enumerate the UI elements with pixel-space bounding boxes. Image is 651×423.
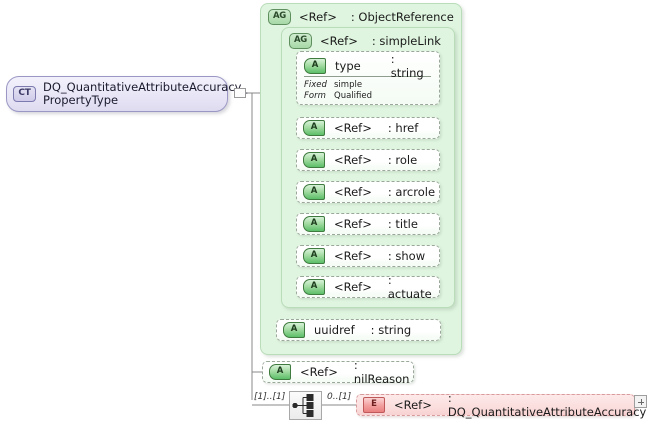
attribute-ref: <Ref>: [334, 280, 372, 294]
element-ref: <Ref>: [394, 398, 432, 412]
attribute-ref: <Ref>: [334, 249, 372, 263]
attribute-name: : string: [370, 323, 412, 337]
facet-fixed-key: Fixed: [304, 80, 327, 90]
attribute-group-ref: <Ref>: [299, 10, 337, 24]
attribute-name: : title: [387, 217, 418, 231]
attribute-badge: A: [303, 120, 325, 136]
attribute-name: : show: [387, 249, 426, 263]
attribute-ref: <Ref>: [334, 217, 372, 231]
attribute-ref: uuidref: [314, 323, 355, 337]
attribute-arcrole[interactable]: A <Ref> : arcrole: [296, 181, 440, 203]
attribute-name: : href: [387, 121, 419, 135]
attribute-badge: A: [303, 248, 325, 264]
attribute-group-object-reference-header: AG <Ref> : ObjectReference: [268, 9, 454, 25]
attribute-name: : nilReason: [353, 358, 410, 386]
attribute-ref: type: [335, 58, 361, 73]
attribute-show[interactable]: A <Ref> : show: [296, 245, 440, 267]
attribute-type-name: : string: [390, 51, 424, 80]
attribute-role[interactable]: A <Ref> : role: [296, 149, 440, 171]
cardinality-sequence: [1]..[1]: [254, 392, 286, 402]
facet-form-key: Form: [304, 91, 326, 101]
attribute-ref: <Ref>: [334, 153, 372, 167]
attribute-name: : actuate: [387, 273, 432, 301]
complex-type-label: DQ_QuantitativeAttributeAccuracy_ Proper…: [43, 80, 248, 107]
attribute-nil-reason[interactable]: A <Ref> : nilReason: [262, 358, 414, 386]
element-badge: E: [363, 397, 385, 413]
attribute-group-simple-link-header: AG <Ref> : simpleLink: [289, 33, 441, 49]
attribute-name: : arcrole: [387, 185, 436, 199]
facet-fixed-value: simple: [334, 80, 363, 90]
attribute-group-name: : simpleLink: [371, 34, 441, 48]
attribute-badge: A: [303, 279, 325, 295]
cardinality-element: 0..[1]: [327, 392, 352, 402]
attribute-badge: A: [303, 152, 325, 168]
attribute-href[interactable]: A <Ref> : href: [296, 117, 440, 139]
attribute-badge: A: [303, 216, 325, 232]
facet-form-value: Qualified: [334, 91, 372, 101]
attribute-badge: A: [304, 57, 326, 74]
expand-plus-icon[interactable]: [634, 395, 647, 408]
attribute-ref: <Ref>: [334, 185, 372, 199]
attribute-ref: <Ref>: [300, 365, 338, 379]
attribute-badge: A: [303, 184, 325, 200]
attribute-title[interactable]: A <Ref> : title: [296, 213, 440, 235]
attribute-badge: A: [283, 322, 305, 338]
sequence-compositor-icon[interactable]: [289, 391, 322, 420]
element-dq-quantitative-attribute-accuracy[interactable]: E <Ref> : DQ_QuantitativeAttributeAccura…: [356, 391, 646, 419]
attribute-name: : role: [387, 153, 418, 167]
attribute-type-header: A type : string: [304, 51, 431, 80]
attribute-ref: <Ref>: [334, 121, 372, 135]
attribute-group-badge: AG: [268, 9, 291, 25]
attribute-uuidref[interactable]: A uuidref : string: [276, 319, 441, 341]
attribute-group-name: : ObjectReference: [350, 10, 454, 24]
attribute-actuate[interactable]: A <Ref> : actuate: [296, 273, 440, 301]
facet-fixed: Fixed simple: [304, 80, 433, 90]
facet-form: Form Qualified: [304, 91, 433, 101]
attribute-group-ref: <Ref>: [320, 34, 358, 48]
complex-type-node[interactable]: CT DQ_QuantitativeAttributeAccuracy_ Pro…: [6, 76, 247, 112]
attribute-group-badge: AG: [289, 33, 312, 49]
complex-type-connector-stub: [234, 88, 246, 98]
attribute-type[interactable]: A type : string Fixed simple Form Qualif…: [296, 51, 440, 105]
attribute-badge: A: [269, 364, 291, 380]
element-name: : DQ_QuantitativeAttributeAccuracy: [447, 391, 647, 419]
complex-type-badge: CT: [13, 86, 36, 102]
